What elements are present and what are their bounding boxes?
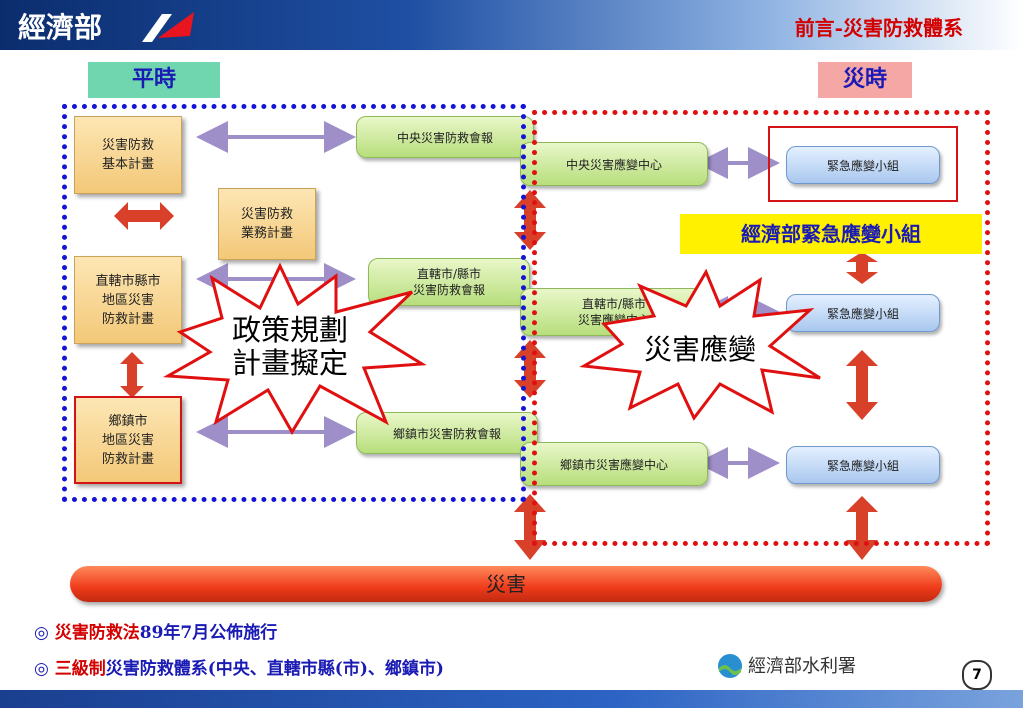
- folder-line: 鄉鎮市: [108, 413, 148, 429]
- central-council: 中央災害防救會報: [356, 116, 534, 158]
- policy-burst-text: 政策規劃 計畫擬定: [210, 314, 370, 380]
- central-team-highlight: [768, 126, 958, 202]
- council-line: 災害防救會報: [412, 283, 485, 297]
- bullet-icon: ◎: [34, 623, 55, 643]
- folder-line: 災害防救: [101, 138, 154, 153]
- peace-time-tag: 平時: [88, 62, 220, 98]
- note-red: 災害防救法: [54, 623, 140, 643]
- disaster-time-tag: 災時: [818, 62, 912, 98]
- center-line: 直轄市/縣市: [581, 297, 647, 311]
- city-plan-folder: 直轄市縣市 地區災害 防救計畫: [74, 256, 182, 344]
- disaster-bar: 災害: [70, 566, 942, 602]
- note-system: ◎ 三級制災害防救體系(中央、直轄市縣(市)、鄉鎮市): [34, 654, 444, 679]
- burst-line: 計畫擬定: [231, 346, 348, 380]
- agency-name: 經濟部水利署: [748, 656, 856, 677]
- moea-emergency-team-label: 經濟部緊急應變小組: [680, 214, 982, 254]
- folder-line: 防救計畫: [101, 311, 154, 327]
- note-rest: 災害防救體系(中央、直轄市縣(市)、鄉鎮市): [105, 659, 444, 679]
- policy-burst-icon: [162, 262, 427, 435]
- page-title: 前言-災害防救體系: [794, 16, 963, 40]
- page-number: 7: [962, 660, 992, 690]
- bullet-icon: ◎: [34, 659, 55, 679]
- folder-line: 災害防救: [240, 207, 293, 222]
- water-agency-logo-icon: [718, 654, 742, 678]
- response-burst-text: 災害應變: [643, 333, 756, 366]
- response-burst-icon: [579, 268, 821, 421]
- folder-line: 防救計畫: [101, 451, 154, 467]
- note-law: ◎ 災害防救法89年7月公佈施行: [34, 618, 277, 643]
- central-response-center: 中央災害應變中心: [520, 142, 708, 186]
- folder-line: 基本計畫: [101, 157, 154, 172]
- folder-line: 業務計畫: [240, 226, 293, 241]
- burst-line: 政策規劃: [231, 313, 348, 347]
- footer-bar: [0, 690, 1023, 708]
- moea-logo-icon: [142, 12, 194, 42]
- basic-plan-folder: 災害防救 基本計畫: [74, 116, 182, 194]
- folder-line: 地區災害: [101, 432, 154, 448]
- org-logo-text: 經濟部: [18, 11, 103, 44]
- city-council: 直轄市/縣市 災害防救會報: [368, 258, 530, 306]
- note-red: 三級制: [54, 659, 106, 679]
- folder-line: 地區災害: [101, 292, 154, 308]
- folder-line: 直轄市縣市: [95, 273, 161, 289]
- note-rest: 89年7月公佈施行: [139, 623, 278, 643]
- peace-time-frame: [62, 104, 526, 502]
- business-plan-folder: 災害防救 業務計畫: [218, 188, 316, 260]
- city-emergency-team: 緊急應變小組: [786, 294, 940, 332]
- disaster-time-frame: [532, 110, 990, 546]
- town-plan-folder: 鄉鎮市 地區災害 防救計畫: [74, 396, 182, 484]
- central-emergency-team: 緊急應變小組: [786, 146, 940, 184]
- town-response-center: 鄉鎮市災害應變中心: [520, 442, 708, 486]
- header-bar: [0, 0, 1023, 50]
- town-council: 鄉鎮市災害防救會報: [356, 412, 538, 454]
- council-line: 直轄市/縣市: [416, 267, 482, 281]
- town-emergency-team: 緊急應變小組: [786, 446, 940, 484]
